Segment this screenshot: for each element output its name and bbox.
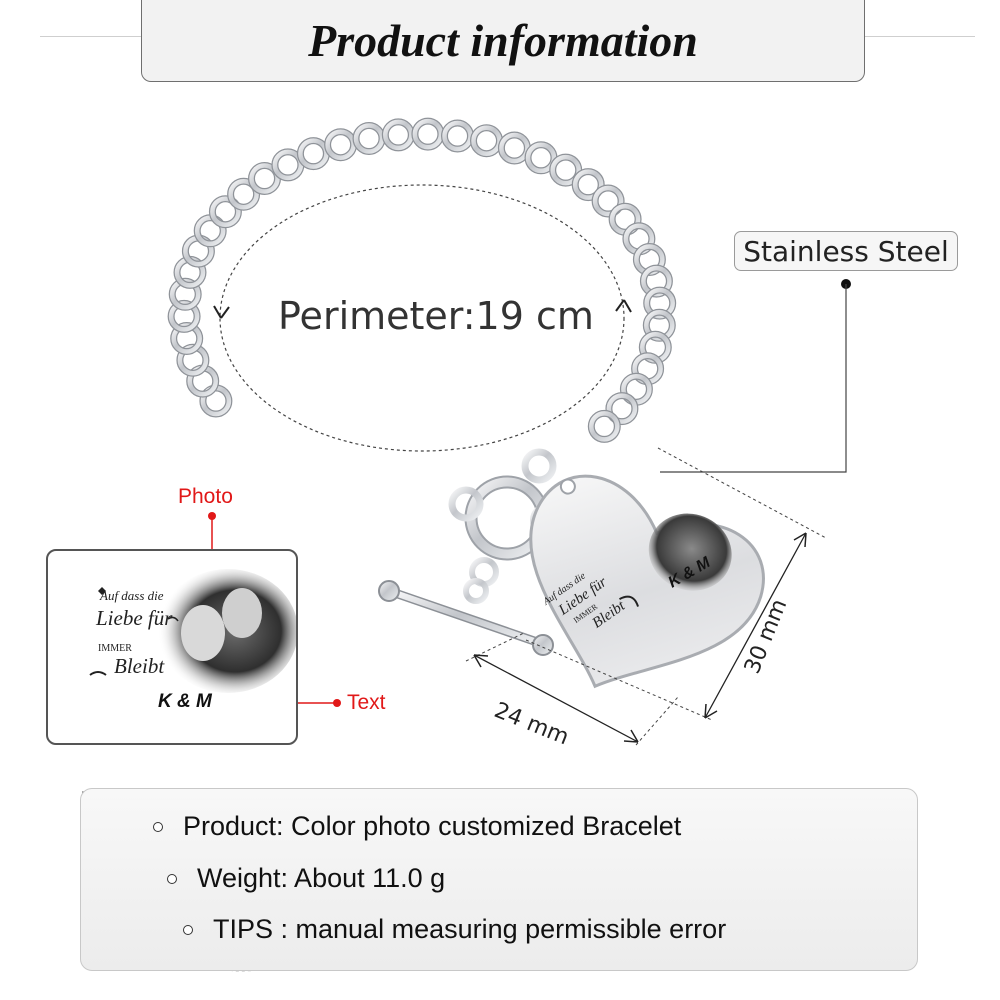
- header-rule-right: [865, 36, 975, 37]
- page-title: Product information: [308, 15, 698, 66]
- chain-link-highlight: [383, 119, 414, 151]
- bullet-icon: [153, 821, 163, 832]
- chain-link-highlight: [210, 196, 241, 227]
- width-dimension-line: [473, 654, 639, 743]
- info-row-product: Product: Color photo customized Bracelet: [153, 811, 681, 842]
- perimeter-arrow-left: [213, 305, 230, 319]
- chain-link-highlight: [442, 120, 473, 152]
- chain-link-highlight: [168, 301, 200, 332]
- width-arrow-left: [473, 654, 489, 668]
- material-tag: Stainless Steel: [734, 231, 958, 271]
- product-info-box: Product: Color photo customized Bracelet…: [80, 788, 918, 971]
- heart-icon: [98, 587, 106, 595]
- info-row-tips: TIPS : manual measuring permissible erro…: [183, 914, 726, 945]
- card-engraving-line3: IMMER: [98, 643, 132, 654]
- engraving-preview-card: Auf dass die Liebe für IMMER Bleibt K & …: [46, 549, 298, 745]
- bullet-icon: [167, 873, 177, 884]
- material-leader-line: [660, 284, 847, 473]
- info-row-weight: Weight: About 11.0 g: [167, 863, 445, 894]
- width-arrow-right: [623, 729, 639, 743]
- chain-link-highlight: [592, 185, 624, 217]
- toggle-bar-icon: [378, 503, 564, 656]
- photo-callout-label: Photo: [178, 485, 233, 508]
- chain-link-highlight: [525, 142, 557, 174]
- text-callout-dot: [333, 699, 341, 707]
- width-extension-right: [635, 696, 679, 746]
- chain-link-highlight: [249, 163, 280, 194]
- couple-photo-icon: [648, 513, 732, 591]
- info-weight: Weight: About 11.0 g: [197, 863, 446, 893]
- heart-charm-icon: [529, 474, 765, 689]
- info-tips: TIPS : manual measuring permissible erro…: [213, 914, 727, 944]
- perimeter-ellipse: [219, 184, 625, 452]
- bullet-icon: [183, 924, 193, 935]
- feather-icon: [619, 595, 639, 607]
- header-rule-left: [40, 36, 141, 37]
- couple-photo-icon: [89, 569, 296, 693]
- chain-link-highlight: [572, 169, 604, 200]
- height-extension-bottom: [525, 639, 713, 721]
- chain-link-highlight: [412, 118, 444, 150]
- chain-link-highlight: [644, 287, 675, 319]
- chain-link-highlight: [228, 178, 259, 210]
- card-initials: K & M: [158, 691, 212, 712]
- feather-icon: [89, 671, 107, 676]
- chain-link-highlight: [550, 154, 581, 186]
- perimeter-label: Perimeter:19 cm: [278, 294, 594, 338]
- width-extension-left: [465, 632, 525, 662]
- text-callout-label: Text: [347, 691, 386, 714]
- card-engraving-line4: Bleibt: [114, 654, 165, 678]
- height-dimension-line: [704, 532, 807, 719]
- height-extension-top: [657, 447, 827, 539]
- perimeter-arrow-right: [615, 299, 632, 313]
- chain-link-highlight: [272, 149, 304, 181]
- chain-link-highlight: [298, 138, 329, 169]
- height-arrow-top: [793, 532, 807, 548]
- header-banner: Product information: [141, 0, 865, 82]
- info-product: Product: Color photo customized Bracelet: [183, 811, 682, 841]
- feather-icon: [167, 616, 179, 622]
- chain-link-highlight: [589, 411, 620, 442]
- card-engraving-line1: Auf dass die: [100, 588, 164, 603]
- chain-link-highlight: [325, 129, 356, 160]
- chain-link-highlight: [606, 393, 638, 424]
- chain-link-highlight: [499, 132, 530, 164]
- chain-link-highlight: [471, 125, 502, 156]
- height-arrow-bottom: [704, 703, 718, 719]
- chain-links: [167, 117, 677, 443]
- chain-link-highlight: [353, 123, 385, 154]
- chain-link-highlight: [171, 323, 202, 354]
- card-engraving-line2: Liebe für: [96, 606, 173, 630]
